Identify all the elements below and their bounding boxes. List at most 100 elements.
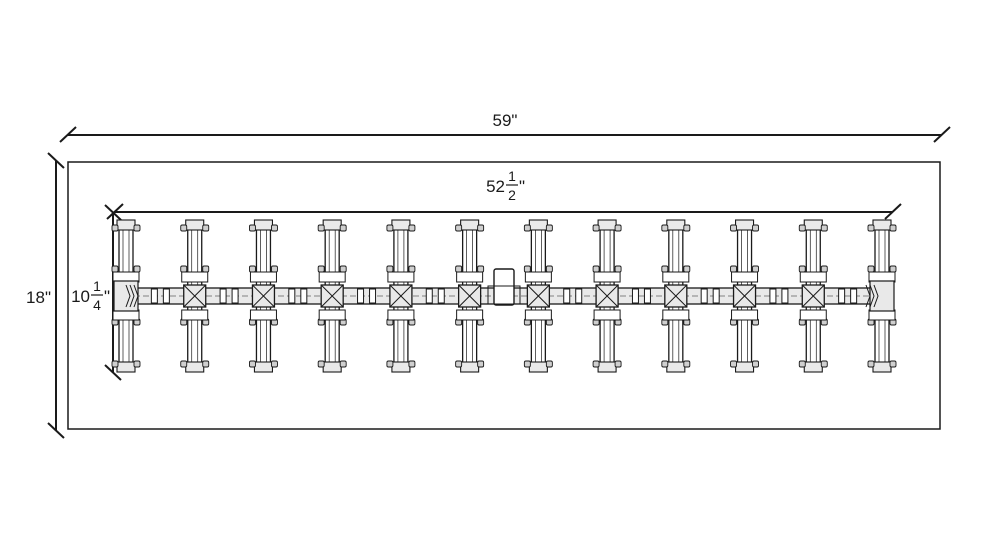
- module-top-cap: [116, 219, 136, 231]
- rail-coupler: [850, 288, 858, 304]
- module-bracket: [662, 271, 690, 283]
- module-bracket: [249, 271, 277, 283]
- module: [317, 219, 377, 373]
- module-clamp-diagonal: [183, 284, 207, 308]
- module-knob: [730, 360, 737, 368]
- module-bracket: [662, 309, 690, 321]
- module-bottom-cap: [528, 361, 548, 373]
- module: [249, 219, 308, 373]
- module-knob: [752, 265, 759, 273]
- inner-width-tick-right: [884, 203, 902, 220]
- module-bracket: [181, 271, 209, 283]
- module-clamp-diagonal: [458, 284, 481, 308]
- module-clamp-diagonal: [252, 284, 275, 308]
- module-knob: [477, 265, 485, 273]
- module-knob: [798, 360, 806, 368]
- module: [798, 219, 858, 373]
- overall-width-tick-right: [933, 126, 951, 143]
- module-knob: [180, 224, 188, 232]
- rail-coupler: [150, 288, 158, 304]
- module: [730, 219, 789, 373]
- module-bracket: [593, 271, 621, 283]
- module-top-cap: [734, 219, 755, 231]
- inner-depth-label: 10 1 4 ": [71, 278, 110, 313]
- module-knob: [180, 265, 188, 273]
- rail-coupler: [712, 288, 720, 304]
- module-top-cap: [185, 219, 205, 231]
- module-knob: [614, 265, 622, 273]
- module-end-chevron: [869, 284, 875, 308]
- module-knob: [545, 224, 553, 232]
- module-bottom-cap: [322, 361, 342, 373]
- module-bottom-cap: [116, 361, 136, 373]
- module-end-chevron: [125, 284, 131, 308]
- overall-depth-dimension: [47, 152, 65, 439]
- rail-coupler: [575, 288, 583, 304]
- inner-depth-tick-bottom: [104, 364, 122, 381]
- module-top-cap: [391, 219, 411, 231]
- module-knob: [614, 224, 622, 232]
- module-clamp-diagonal: [527, 284, 550, 308]
- overall-width-label: 59": [493, 111, 518, 130]
- module-knob: [202, 224, 210, 232]
- module-knob: [661, 265, 669, 273]
- module-knob: [798, 265, 806, 273]
- module-knob: [545, 360, 553, 368]
- module-knob: [202, 265, 210, 273]
- module-bottom-cap: [803, 361, 823, 373]
- module-knob: [111, 360, 119, 368]
- inner-width-whole: 52: [486, 177, 505, 196]
- module-clamp-diagonal: [801, 284, 825, 308]
- overall-depth-label: 18": [26, 288, 51, 307]
- rail-coupler: [162, 288, 170, 304]
- overall-depth-tick-bottom: [47, 422, 65, 439]
- module-knob: [820, 224, 828, 232]
- inner-depth-numerator: 1: [93, 278, 101, 294]
- module-knob: [867, 265, 875, 273]
- module-top-cap: [528, 219, 548, 231]
- module-bracket: [799, 309, 827, 321]
- module-knob: [889, 265, 897, 273]
- module-knob: [661, 360, 669, 368]
- module-knob: [867, 224, 875, 232]
- module-knob: [133, 360, 141, 368]
- module-bottom-cap: [391, 361, 411, 373]
- overall-width-dimension: [59, 126, 951, 143]
- center-mount: [487, 268, 521, 306]
- inner-width-label: 52 1 2 ": [486, 168, 525, 203]
- module: [180, 219, 239, 373]
- module-knob: [820, 265, 828, 273]
- module-knob: [523, 224, 531, 232]
- module-bracket: [456, 309, 484, 321]
- module-top-cap: [666, 219, 686, 231]
- module-knob: [249, 265, 256, 273]
- module-top-cap: [597, 219, 617, 231]
- module-knob: [523, 265, 531, 273]
- module-knob: [386, 224, 394, 232]
- module-knob: [271, 224, 278, 232]
- overall-width-tick-left: [59, 126, 77, 143]
- module-bracket: [524, 271, 552, 283]
- base-plate-outline: [67, 161, 941, 430]
- module-bottom-cap: [253, 361, 274, 373]
- module-top-cap: [872, 219, 892, 231]
- module-knob: [408, 224, 416, 232]
- inner-width-suffix: ": [519, 177, 525, 196]
- module-knob: [592, 360, 600, 368]
- module: [455, 219, 514, 373]
- module-bottom-cap: [872, 361, 892, 373]
- module-knob: [339, 265, 347, 273]
- module-knob: [133, 224, 141, 232]
- module-knob: [614, 360, 622, 368]
- rail-coupler: [219, 288, 227, 304]
- rail-coupler: [769, 288, 777, 304]
- module-knob: [317, 265, 325, 273]
- module-array: [111, 219, 897, 373]
- rail-coupler: [700, 288, 708, 304]
- module-knob: [408, 265, 416, 273]
- module-knob: [271, 265, 278, 273]
- rail-coupler: [631, 288, 639, 304]
- module-knob: [592, 224, 600, 232]
- module-bracket: [799, 271, 827, 283]
- rail-coupler: [425, 288, 433, 304]
